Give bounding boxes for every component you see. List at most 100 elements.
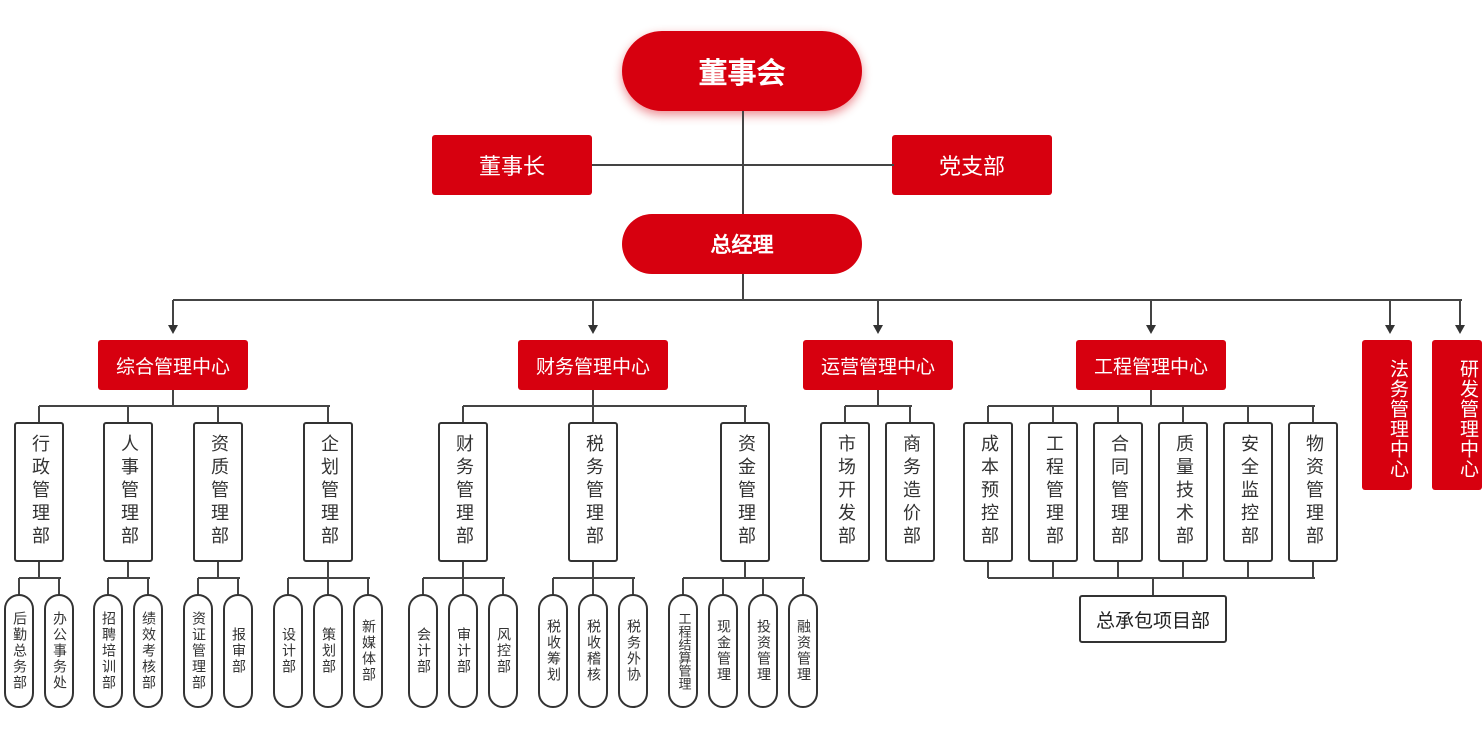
label: 办公事务处: [51, 611, 67, 691]
connector: [19, 577, 61, 579]
sub-dept-node: 会计部: [408, 594, 438, 708]
label: 税务外协: [625, 619, 641, 683]
connector: [237, 578, 239, 595]
connector: [762, 578, 764, 595]
sub-dept-node: 绩效考核部: [133, 594, 163, 708]
connector: [107, 578, 109, 595]
connector: [845, 405, 912, 407]
connector: [127, 562, 129, 578]
connector: [1117, 562, 1119, 578]
sub-dept-node: 后勤总务部: [4, 594, 34, 708]
label: 新媒体部: [360, 619, 376, 683]
label: 设计部: [280, 627, 296, 675]
label: 投资管理: [755, 619, 771, 683]
dept-node: 质量技术部: [1158, 422, 1208, 562]
center-node: 综合管理中心: [98, 340, 248, 390]
connector: [288, 577, 370, 579]
label: 税收筹划: [545, 619, 561, 683]
label: 后勤总务部: [11, 611, 27, 691]
label: 合同管理部: [1108, 434, 1129, 549]
connector: [462, 578, 464, 595]
label: 审计部: [455, 627, 471, 675]
connector: [1182, 406, 1184, 422]
connector: [877, 390, 879, 406]
connector: [987, 406, 989, 422]
arrow-down-icon: [1385, 325, 1395, 334]
general-manager-node: 总经理: [622, 214, 862, 274]
sub-dept-node: 设计部: [273, 594, 303, 708]
sub-dept-node: 招聘培训部: [93, 594, 123, 708]
dept-node: 工程管理部: [1028, 422, 1078, 562]
sub-dept-node: 税收稽核: [578, 594, 608, 708]
label: 策划部: [320, 627, 336, 675]
dept-node: 成本预控部: [963, 422, 1013, 562]
connector: [988, 577, 1315, 579]
connector: [592, 164, 894, 166]
connector: [422, 578, 424, 595]
label: 市场开发部: [835, 434, 856, 549]
label: 安全监控部: [1238, 434, 1259, 549]
connector: [722, 578, 724, 595]
connector: [553, 577, 635, 579]
sub-dept-node: 工程结算管理: [668, 594, 698, 708]
sub-dept-node: 资证管理部: [183, 594, 213, 708]
connector: [197, 578, 199, 595]
connector: [38, 406, 40, 422]
label: 招聘培训部: [100, 611, 116, 691]
label: 会计部: [415, 627, 431, 675]
connector: [1117, 406, 1119, 422]
connector: [683, 577, 805, 579]
connector: [592, 406, 594, 422]
arrow-down-icon: [168, 325, 178, 334]
chairman-node: 董事长: [432, 135, 592, 195]
connector: [1312, 406, 1314, 422]
connector: [18, 578, 20, 595]
connector: [592, 300, 594, 326]
arrow-down-icon: [1146, 325, 1156, 334]
connector: [423, 577, 505, 579]
center-node: 法务管理中心: [1362, 340, 1412, 490]
label: 商务造价部: [900, 434, 921, 549]
label: 绩效考核部: [140, 611, 156, 691]
label: 行政管理部: [29, 434, 50, 549]
connector: [1052, 406, 1054, 422]
sub-dept-node: 报审部: [223, 594, 253, 708]
label: 工程结算管理: [675, 612, 691, 690]
connector: [502, 578, 504, 595]
label: 企划管理部: [318, 434, 339, 549]
connector: [1389, 300, 1391, 326]
board-node: 董事会: [622, 31, 862, 111]
center-node: 工程管理中心: [1076, 340, 1226, 390]
connector: [172, 300, 174, 326]
dept-node: 物资管理部: [1288, 422, 1338, 562]
sub-dept-node: 风控部: [488, 594, 518, 708]
connector: [327, 562, 329, 578]
connector: [592, 562, 594, 578]
sub-dept-node: 办公事务处: [44, 594, 74, 708]
connector: [217, 562, 219, 578]
arrow-down-icon: [588, 325, 598, 334]
dept-node: 行政管理部: [14, 422, 64, 562]
connector: [988, 405, 1315, 407]
label: 现金管理: [715, 619, 731, 683]
connector: [987, 562, 989, 578]
connector: [592, 390, 594, 406]
connector: [744, 562, 746, 578]
connector: [744, 406, 746, 422]
connector: [172, 390, 174, 406]
label: 资金管理部: [735, 434, 756, 549]
sub-dept-node: 融资管理: [788, 594, 818, 708]
sub-dept-node: 审计部: [448, 594, 478, 708]
label: 资质管理部: [208, 434, 229, 549]
sub-dept-node: 税收筹划: [538, 594, 568, 708]
label: 财务管理部: [453, 434, 474, 549]
label: 质量技术部: [1173, 434, 1194, 549]
label: 资证管理部: [190, 611, 206, 691]
connector: [552, 578, 554, 595]
center-node: 财务管理中心: [518, 340, 668, 390]
sub-dept-node: 税务外协: [618, 594, 648, 708]
connector: [1052, 562, 1054, 578]
label: 风控部: [495, 627, 511, 675]
dept-node: 安全监控部: [1223, 422, 1273, 562]
connector: [367, 578, 369, 595]
